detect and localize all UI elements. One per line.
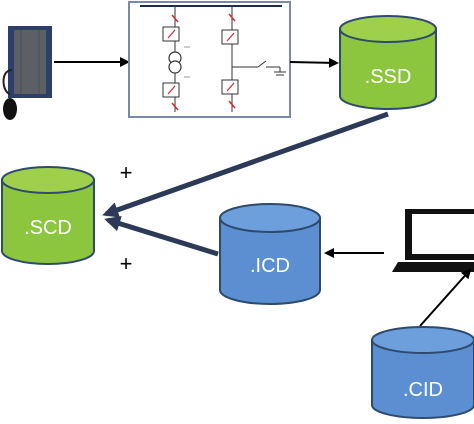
ssd-label: .SSD [365,66,412,88]
icd-label: .ICD [250,255,290,277]
arrow-cid-to-laptop [419,268,472,327]
icd-database-icon: .ICD [219,203,321,305]
scd-database-icon: .SCD [1,166,95,265]
ssd-database-icon: .SSD [339,15,437,110]
laptop-icon [392,209,474,272]
cid-label: .CID [403,379,443,401]
plus-operator-top: + [120,160,133,185]
arrow-ssd-to-scd [102,111,389,218]
cid-database-icon: .CID [371,326,474,419]
single-line-diagram-icon [128,1,291,118]
scd-label: .SCD [24,217,72,239]
arrow-sld-to-ssd [289,57,339,68]
switchgear-panel-icon [2,26,52,120]
arrow-icd-to-scd [104,215,219,257]
plus-operator-bottom: + [120,251,133,276]
